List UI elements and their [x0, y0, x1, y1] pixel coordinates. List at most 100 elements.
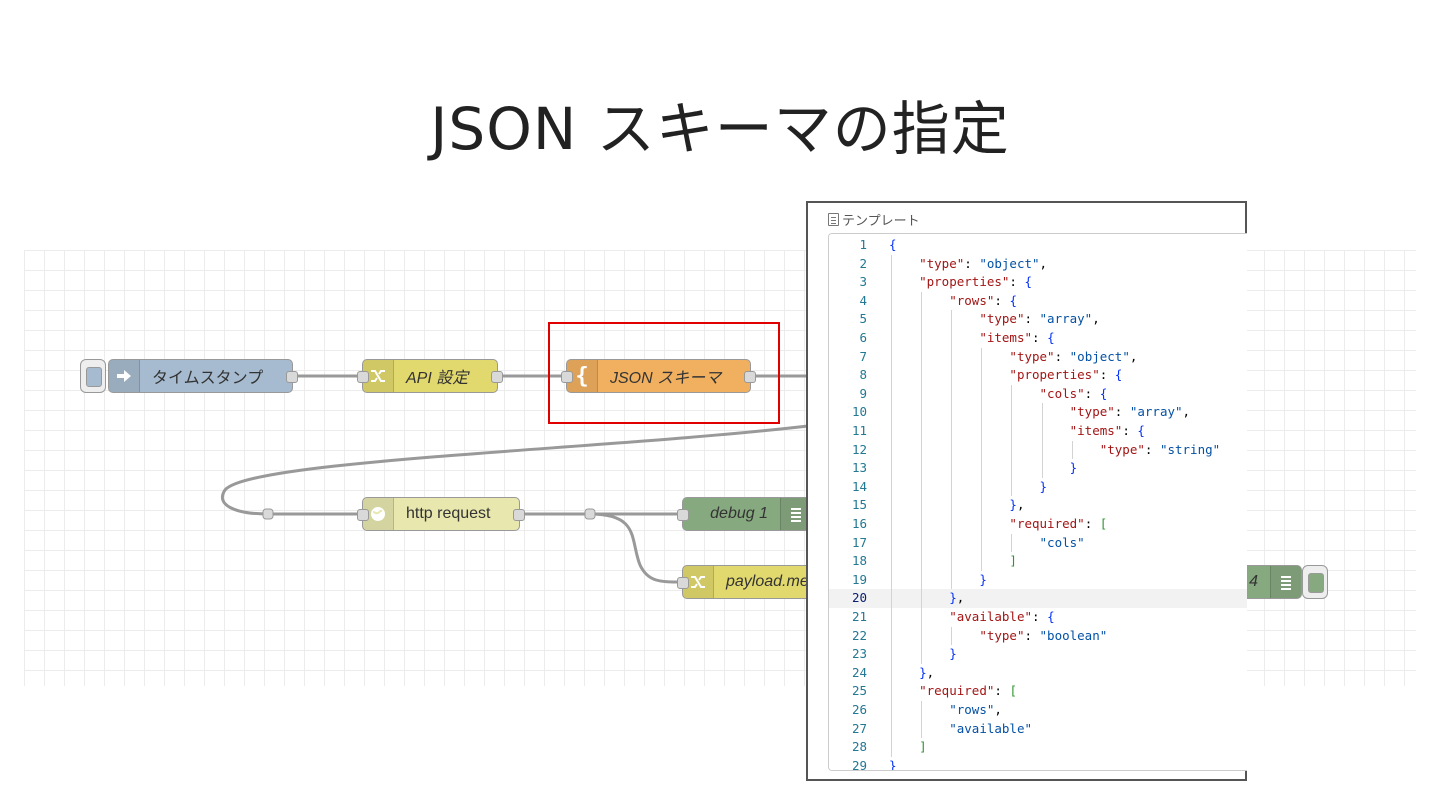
- code-line[interactable]: 8 "properties": {: [829, 366, 1247, 385]
- input-port[interactable]: [357, 371, 369, 383]
- code-line[interactable]: 7 "type": "object",: [829, 348, 1247, 367]
- indent-guide: [1071, 440, 1073, 460]
- code-text: ]: [919, 739, 927, 755]
- input-port[interactable]: [561, 371, 573, 383]
- node-label: 4: [1249, 573, 1258, 590]
- code-text: "type": "array",: [979, 311, 1100, 327]
- indent-guide: [921, 291, 923, 664]
- code-line[interactable]: 13 }: [829, 459, 1247, 478]
- code-line[interactable]: 16 "required": [: [829, 515, 1247, 534]
- code-line[interactable]: 2 "type": "object",: [829, 255, 1247, 274]
- line-number: 27: [851, 720, 867, 736]
- line-number: 25: [851, 683, 867, 699]
- line-number: 8: [859, 367, 867, 383]
- line-number: 12: [851, 441, 867, 457]
- code-line[interactable]: 26 "rows",: [829, 701, 1247, 720]
- line-number: 19: [851, 571, 867, 587]
- template-panel: テンプレート 1{2 "type": "object",3 "propertie…: [806, 201, 1247, 781]
- code-line[interactable]: 25 "required": [: [829, 682, 1247, 701]
- code-text: "rows",: [949, 702, 1002, 717]
- indent-guide: [1011, 533, 1013, 553]
- code-line[interactable]: 17 "cols": [829, 534, 1247, 553]
- code-text: },: [949, 590, 965, 606]
- code-line[interactable]: 6 "items": {: [829, 329, 1247, 348]
- node-label: http request: [406, 505, 491, 522]
- line-number: 15: [851, 497, 867, 513]
- code-line[interactable]: 22 "type": "boolean": [829, 627, 1247, 646]
- code-line[interactable]: 1{: [829, 236, 1247, 255]
- line-number: 17: [851, 534, 867, 550]
- code-line[interactable]: 4 "rows": {: [829, 292, 1247, 311]
- node-label: debug 1: [710, 505, 768, 522]
- code-text: "required": [: [1009, 516, 1108, 531]
- list-icon: [780, 498, 811, 530]
- code-line[interactable]: 24 },: [829, 664, 1247, 683]
- code-text: }: [949, 646, 957, 662]
- debug-toggle-button[interactable]: [1302, 565, 1328, 599]
- line-number: 11: [851, 423, 867, 438]
- code-text: "cols": {: [1039, 385, 1108, 401]
- line-number: 10: [851, 404, 867, 420]
- line-number: 14: [851, 478, 867, 494]
- change-node-payload[interactable]: payload.me: [677, 565, 812, 599]
- code-line[interactable]: 14 }: [829, 478, 1247, 497]
- node-label: payload.me: [726, 573, 809, 590]
- output-port[interactable]: [513, 509, 525, 521]
- output-port[interactable]: [491, 371, 503, 383]
- code-text: }: [889, 757, 897, 771]
- document-icon: [828, 212, 839, 226]
- code-line[interactable]: 10 "type": "array",: [829, 403, 1247, 422]
- code-text: "available": {: [949, 609, 1055, 624]
- code-line[interactable]: 21 "available": {: [829, 608, 1247, 627]
- code-line[interactable]: 29}: [829, 757, 1247, 771]
- code-text: "properties": {: [1009, 367, 1123, 383]
- code-text: }: [979, 571, 987, 587]
- code-text: "required": [: [919, 683, 1017, 699]
- output-port[interactable]: [744, 371, 756, 383]
- line-number: 5: [859, 311, 867, 327]
- line-number: 1: [859, 237, 867, 252]
- code-text: }: [1039, 478, 1048, 494]
- node-label: JSON スキーマ: [610, 370, 722, 387]
- arrow-right-icon: [109, 360, 140, 392]
- line-number: 24: [851, 664, 867, 680]
- code-text: {: [889, 237, 897, 252]
- input-port[interactable]: [357, 509, 369, 521]
- indent-guide: [921, 701, 923, 739]
- code-line[interactable]: 18 ]: [829, 552, 1247, 571]
- template-node-json-schema[interactable]: { JSON スキーマ: [561, 359, 756, 393]
- code-line[interactable]: 11 "items": {: [829, 422, 1247, 441]
- code-line[interactable]: 12 "type": "string": [829, 441, 1247, 460]
- code-text: "type": "boolean": [979, 627, 1108, 643]
- code-editor[interactable]: 1{2 "type": "object",3 "properties": {4 …: [828, 233, 1247, 771]
- line-number: 7: [859, 348, 867, 364]
- code-line[interactable]: 15 },: [829, 496, 1247, 515]
- line-number: 22: [851, 627, 867, 643]
- code-line[interactable]: 27 "available": [829, 720, 1247, 739]
- code-text: },: [1009, 497, 1025, 513]
- code-text: "type": "object",: [1009, 348, 1138, 364]
- code-line[interactable]: 19 }: [829, 571, 1247, 590]
- change-node-api[interactable]: API 設定: [357, 359, 503, 393]
- code-line[interactable]: 3 "properties": {: [829, 273, 1247, 292]
- line-number: 4: [859, 292, 867, 308]
- node-label: API 設定: [406, 370, 469, 387]
- line-number: 2: [859, 255, 867, 271]
- http-request-node[interactable]: http request: [357, 497, 525, 531]
- code-line[interactable]: 23 }: [829, 645, 1247, 664]
- code-line[interactable]: 9 "cols": {: [829, 385, 1247, 404]
- code-line[interactable]: 20 },: [829, 589, 1247, 608]
- wire-http-change: [589, 512, 683, 584]
- code-line[interactable]: 5 "type": "array",: [829, 310, 1247, 329]
- code-line[interactable]: 28 ]: [829, 738, 1247, 757]
- input-port[interactable]: [677, 509, 689, 521]
- line-number: 28: [851, 739, 867, 755]
- code-text: },: [919, 664, 935, 680]
- indent-guide: [1011, 384, 1013, 497]
- code-text: "available": [949, 720, 1033, 736]
- output-port[interactable]: [286, 371, 298, 383]
- input-port[interactable]: [677, 577, 689, 589]
- inject-node[interactable]: タイムスタンプ: [108, 359, 298, 393]
- debug-node-1[interactable]: debug 1: [677, 497, 812, 531]
- inject-trigger-button[interactable]: [80, 359, 106, 393]
